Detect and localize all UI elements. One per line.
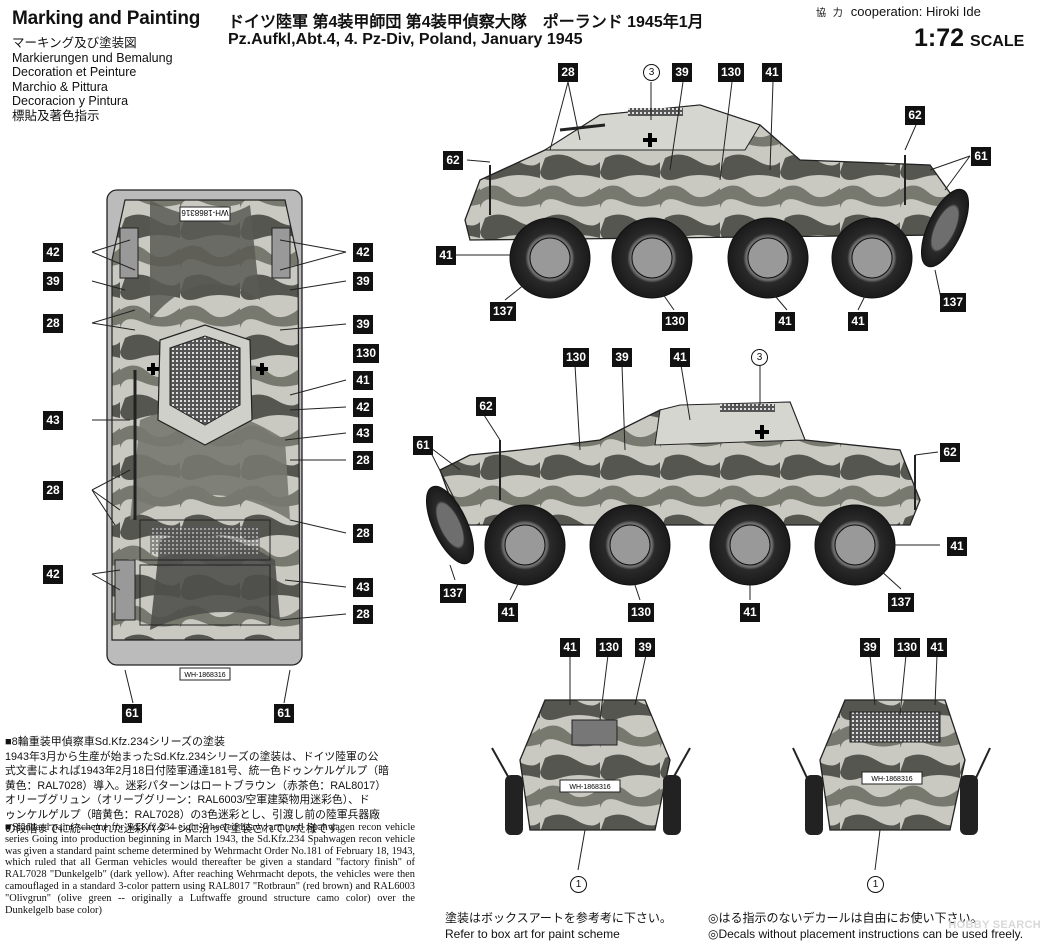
callout-61: 61 <box>971 147 991 166</box>
callout-39: 39 <box>672 63 692 82</box>
callout-62: 62 <box>905 106 925 125</box>
callout-137: 137 <box>490 302 517 321</box>
callout-decal-1: 1 <box>570 876 587 893</box>
callout-28: 28 <box>353 524 373 543</box>
callout-130: 130 <box>718 63 745 82</box>
cooperation-credit: 協 力 cooperation: Hiroki Ide <box>816 4 981 19</box>
notes-jp-line: の段階までに統一された迷彩パターンに沿って塗装されていた様です。 <box>5 823 349 835</box>
notes-jp-line: 黄色：RAL7028）導入。迷彩パターンはロートブラウン（赤茶色：RAL8017… <box>5 779 387 792</box>
front-view: WH-1868316 <box>491 699 691 835</box>
notes-jp-line: オリーブグリュン（オリーブグリーン：RAL6003/空軍建築物用迷彩色）、ド <box>5 794 370 806</box>
callout-41: 41 <box>353 371 373 390</box>
callout-39: 39 <box>635 638 655 657</box>
language-item: Markierungen und Bemalung <box>12 50 173 65</box>
paint-reference-jp: 塗装はボックスアートを参考考に下さい。 <box>445 911 672 925</box>
callout-61: 61 <box>413 436 433 455</box>
callout-decal-1: 1 <box>867 876 884 893</box>
language-item: Decoracion y Pintura <box>12 94 129 108</box>
language-item: Decoration et Peinture <box>12 65 137 79</box>
callout-130: 130 <box>563 348 590 367</box>
rear-view: WH-1868316 <box>792 699 991 835</box>
callout-43: 43 <box>353 424 373 443</box>
language-list: マーキング及び塗装図 Markierungen und Bemalung Dec… <box>12 36 173 123</box>
notes-jp-line: 1943年3月から生産が始まったSd.Kfz.234シリーズの塗装は、ドイツ陸軍… <box>5 750 379 763</box>
callout-28: 28 <box>43 314 63 333</box>
page-title: Marking and Painting <box>12 8 201 29</box>
callout-137: 137 <box>440 584 467 603</box>
notes-jp-line: 式文書によれば1943年2月18日付陸軍通達181号、統一色ドゥンケルゲルプ（暗 <box>5 765 389 777</box>
callout-61: 61 <box>274 704 294 723</box>
language-item: Marchio & Pittura <box>12 79 108 94</box>
plate-top-text: WH-1868316 <box>181 208 229 217</box>
callout-137: 137 <box>888 593 915 612</box>
unit-title-jp: ドイツ陸軍 第4装甲師団 第4装甲偵察大隊 ポーランド 1945年1月 <box>228 14 704 31</box>
plate-tail-text: WH-1868316 <box>184 672 225 679</box>
callout-41: 41 <box>927 638 947 657</box>
callout-39: 39 <box>860 638 880 657</box>
callout-41: 41 <box>436 246 456 265</box>
callout-43: 43 <box>43 411 63 430</box>
callout-41: 41 <box>740 603 760 622</box>
cooperation-label: 協 力 <box>816 8 845 19</box>
callout-130: 130 <box>662 312 689 331</box>
top-view: WH-1868316 WH-1868316 <box>106 189 303 681</box>
callout-41: 41 <box>947 537 967 556</box>
callout-39: 39 <box>353 315 373 334</box>
watermark: HOBBY SEARCH <box>948 919 1041 931</box>
callout-61: 61 <box>122 704 142 723</box>
paint-reference-en: Refer to box art for paint scheme <box>445 927 620 941</box>
language-item: 標貼及著色指示 <box>12 108 100 123</box>
callout-42: 42 <box>353 398 373 417</box>
callout-39: 39 <box>612 348 632 367</box>
notes-jp-line: ゥンケルゲルプ（暗黄色：RAL7028）の3色迷彩とし、引渡し前の陸軍兵器廠 <box>5 808 380 821</box>
callout-42: 42 <box>353 243 373 262</box>
plate-rear-text: WH-1868316 <box>871 776 912 783</box>
callout-137: 137 <box>940 293 967 312</box>
scale-label: 1:72 SCALE <box>914 24 1024 53</box>
callout-130: 130 <box>894 638 921 657</box>
decal-note-en: ◎Decals without placement instructions c… <box>708 927 1024 941</box>
side-view-right <box>464 104 970 299</box>
callout-41: 41 <box>560 638 580 657</box>
callout-43: 43 <box>353 578 373 597</box>
callout-28: 28 <box>43 481 63 500</box>
notes-jp-heading: ■8輪重装甲偵察車Sd.Kfz.234シリーズの塗装 <box>5 736 226 748</box>
language-item: マーキング及び塗装図 <box>12 36 137 50</box>
scale-word: SCALE <box>970 33 1025 50</box>
callout-41: 41 <box>670 348 690 367</box>
unit-title-en: Pz.Aufkl,Abt.4, 4. Pz-Div, Poland, Janua… <box>228 31 583 48</box>
callout-39: 39 <box>43 272 63 291</box>
callout-decal-3: 3 <box>751 349 768 366</box>
callout-39: 39 <box>353 272 373 291</box>
scale-value: 1:72 <box>914 24 965 52</box>
decal-note: ◎はる指示のないデカールは自由にお使い下さい。 ◎Decals without … <box>708 910 1023 942</box>
callout-41: 41 <box>775 312 795 331</box>
paint-notes-jp: ■8輪重装甲偵察車Sd.Kfz.234シリーズの塗装 1943年3月から生産が始… <box>5 735 413 837</box>
callout-62: 62 <box>476 397 496 416</box>
side-view-left <box>425 401 921 586</box>
plate-front-text: WH-1868316 <box>569 784 610 791</box>
callout-41: 41 <box>498 603 518 622</box>
callout-28: 28 <box>353 451 373 470</box>
callout-41: 41 <box>848 312 868 331</box>
paint-reference: 塗装はボックスアートを参考考に下さい。 Refer to box art for… <box>445 910 672 942</box>
callout-62: 62 <box>443 151 463 170</box>
callout-130: 130 <box>596 638 623 657</box>
callout-28: 28 <box>558 63 578 82</box>
callout-41: 41 <box>762 63 782 82</box>
callout-130: 130 <box>353 344 380 363</box>
decal-note-jp: ◎はる指示のないデカールは自由にお使い下さい。 <box>708 911 983 925</box>
paint-notes-en: ■Standard paint scheme for Sd.Kfz.234 ei… <box>5 822 415 916</box>
callout-decal-3: 3 <box>643 64 660 81</box>
callout-42: 42 <box>43 565 63 584</box>
cooperation-text: cooperation: Hiroki Ide <box>850 4 981 19</box>
callout-28: 28 <box>353 605 373 624</box>
callout-42: 42 <box>43 243 63 262</box>
callout-130: 130 <box>628 603 655 622</box>
callout-62: 62 <box>940 443 960 462</box>
